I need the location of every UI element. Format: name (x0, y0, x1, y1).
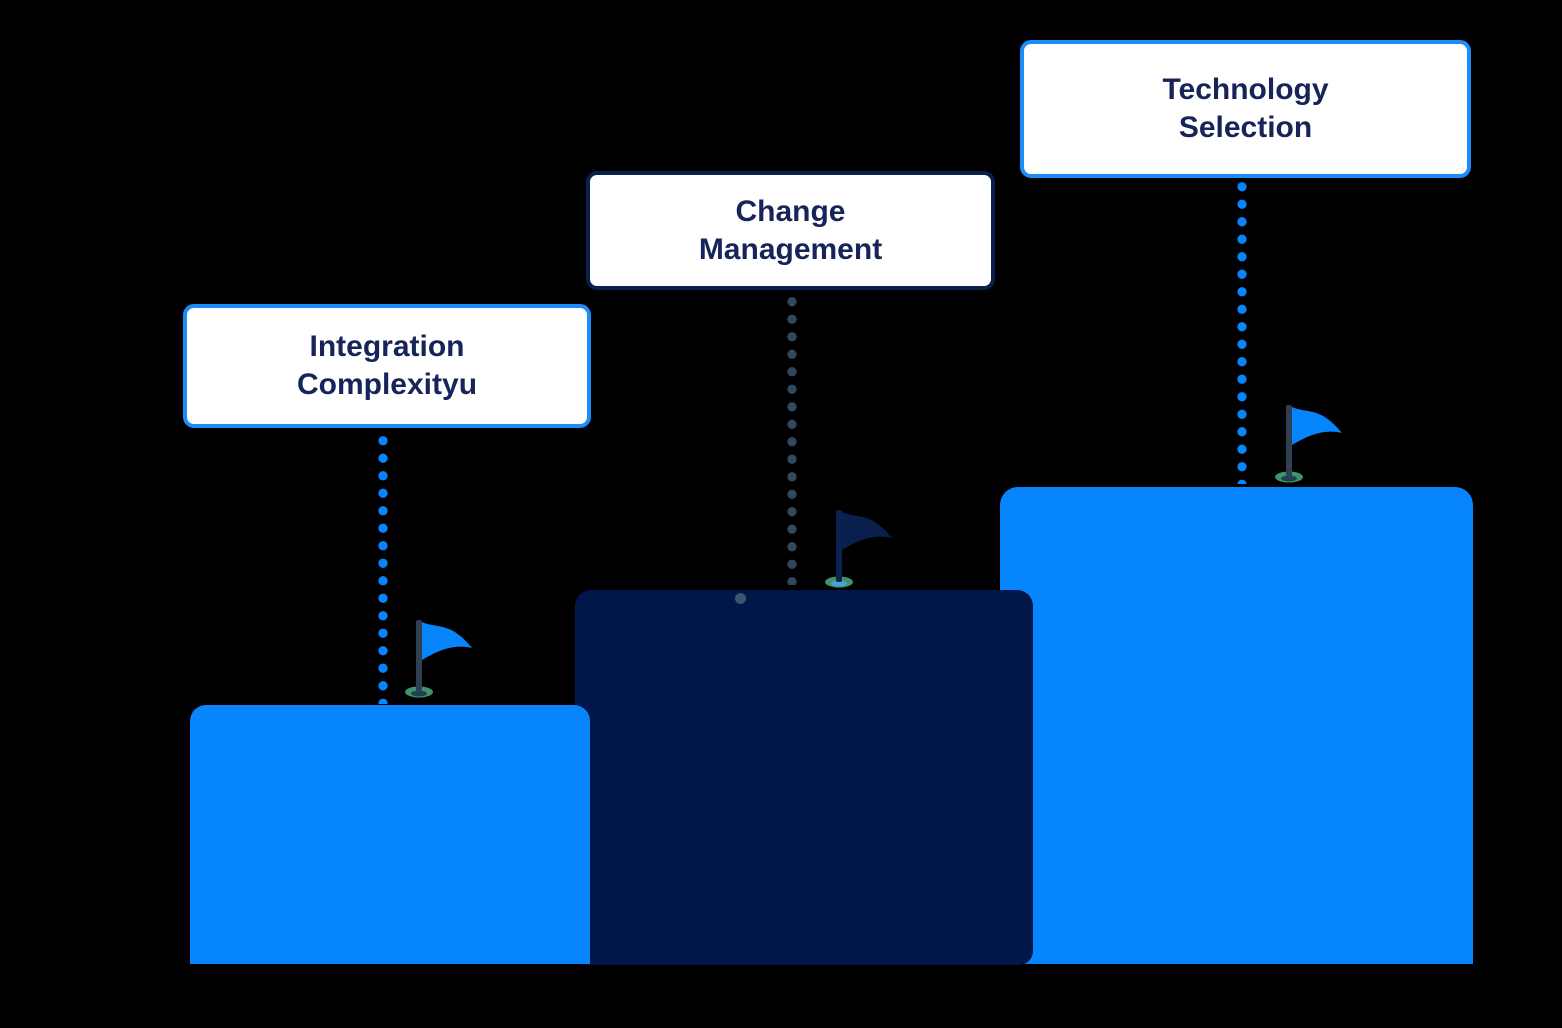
flag-base-hole (831, 580, 847, 587)
flag-pennant (1292, 407, 1342, 445)
label-box-technology-selection: Technology Selection (1020, 40, 1471, 178)
label-line-bottom: Complexityu (296, 368, 478, 401)
flag-base-hole (411, 690, 427, 697)
dotted-connector (787, 293, 797, 585)
label-line-top: Integration (309, 330, 465, 364)
label-line-top: Technology (1162, 73, 1329, 107)
decorative-dot (735, 593, 746, 604)
flag-base-hole (1281, 475, 1297, 482)
step-bar (1000, 487, 1473, 964)
dotted-connector (1237, 178, 1247, 484)
dotted-connector (378, 432, 388, 704)
label-box-integration-complexity: Integration Complexityu (183, 304, 591, 428)
step-bar (190, 705, 590, 964)
golf-flag-icon (825, 510, 892, 588)
label-line-top: Change (735, 194, 846, 228)
golf-flag-icon (405, 620, 472, 698)
flag-pole (416, 620, 422, 692)
step-bar (575, 590, 1033, 965)
flag-pennant (422, 622, 472, 660)
flag-pennant (842, 512, 892, 550)
golf-flag-icon (1275, 405, 1342, 483)
flag-pole (836, 510, 842, 582)
flag-pole (1286, 405, 1292, 477)
label-box-change-management: Change Management (586, 171, 995, 290)
label-line-bottom: Selection (1178, 111, 1313, 144)
label-line-bottom: Management (698, 232, 883, 266)
